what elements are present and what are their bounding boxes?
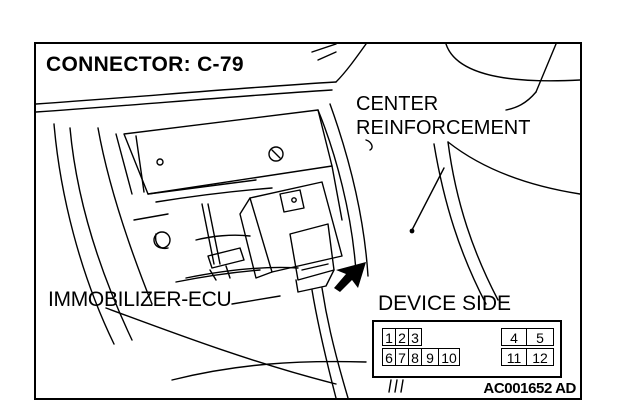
pin-6: 6 — [382, 348, 396, 366]
figure-code: AC001652 AD — [483, 380, 576, 397]
pin-1: 1 — [382, 328, 396, 346]
pin-8: 8 — [408, 348, 422, 366]
connector-title: CONNECTOR: C-79 — [46, 53, 244, 76]
pin-5: 5 — [526, 328, 554, 346]
connector-pin-diagram: 1 2 3 4 5 6 7 8 9 10 11 12 — [372, 320, 562, 378]
pin-12: 12 — [526, 348, 554, 366]
pin-7: 7 — [395, 348, 409, 366]
pin-2: 2 — [395, 328, 409, 346]
immobilizer-ecu-label: IMMOBILIZER-ECU — [48, 288, 232, 311]
dashboard-line-drawing — [36, 44, 580, 398]
center-reinforcement-label-line2: REINFORCEMENT — [356, 117, 531, 139]
pin-4: 4 — [501, 328, 527, 346]
pin-10: 10 — [438, 348, 460, 366]
pin-3: 3 — [408, 328, 422, 346]
diagram-frame: CONNECTOR: C-79 CENTER REINFORCEMENT IMM… — [34, 42, 582, 400]
center-reinforcement-label-line1: CENTER — [356, 93, 439, 115]
pin-11: 11 — [501, 348, 527, 366]
device-side-label: DEVICE SIDE — [378, 292, 512, 315]
pin-9: 9 — [421, 348, 439, 366]
